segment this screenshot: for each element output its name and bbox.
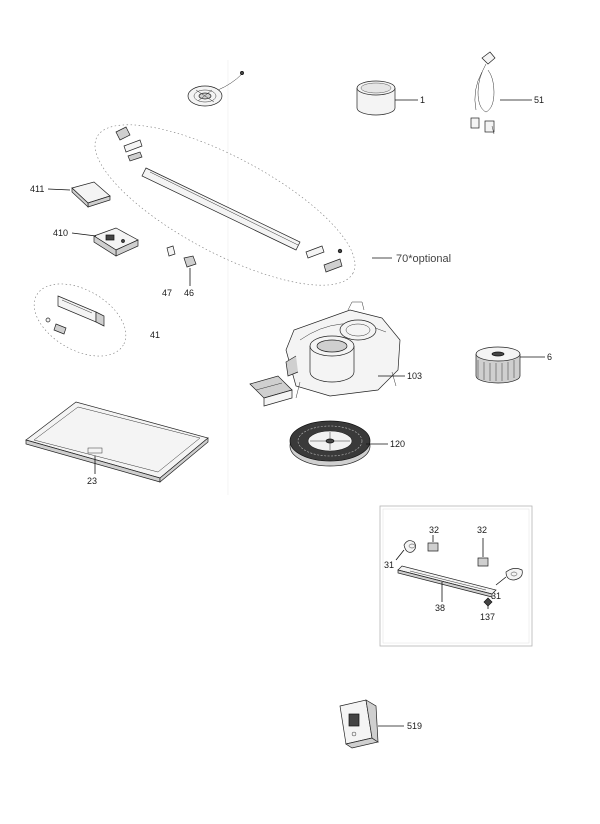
control-box-part-410 [71,227,139,257]
ring-part-1 [356,80,418,116]
callout-38: 38 [435,603,445,613]
callout-137: 137 [480,612,495,622]
callout-120: 120 [390,439,405,449]
glass-panel-part-23 [25,401,209,483]
callout-41: 41 [150,330,160,340]
round-filter-part-120 [289,420,388,467]
spring-part-31-left [395,540,416,561]
clip-part-46 [183,255,197,286]
callout-32-right: 32 [477,525,487,535]
callout-32-left: 32 [429,525,439,535]
callout-6: 6 [547,352,552,362]
callout-31-right: 31 [491,591,501,601]
bolt-part-32-right [477,538,489,567]
bracket-part-519 [339,699,404,749]
callout-51: 51 [534,95,544,105]
bolt-part-32-left [427,535,439,552]
callout-519: 519 [407,721,422,731]
detail-box-frame [379,505,533,647]
power-cable-part-51 [470,51,532,135]
callout-1: 1 [420,95,425,105]
optional-strip-part-70 [94,124,392,286]
cylinder-filter-part-6 [475,346,545,384]
callout-46: 46 [184,288,194,298]
callout-70: 70*optional [396,253,451,265]
wire-coil-part [187,71,244,107]
callout-23: 23 [87,476,97,486]
motor-housing-part-103 [249,301,405,407]
pin-part-137 [483,597,493,609]
callout-411: 411 [30,184,44,194]
callout-31-left: 31 [384,560,394,570]
callout-103: 103 [407,371,422,381]
callout-47: 47 [162,288,172,298]
bracket-part-41 [33,283,127,357]
board-part-411 [47,181,111,208]
clip-part-47 [166,245,176,257]
callout-410: 410 [53,228,68,238]
spring-part-31-right [495,568,523,586]
rail-part-38 [397,565,497,602]
